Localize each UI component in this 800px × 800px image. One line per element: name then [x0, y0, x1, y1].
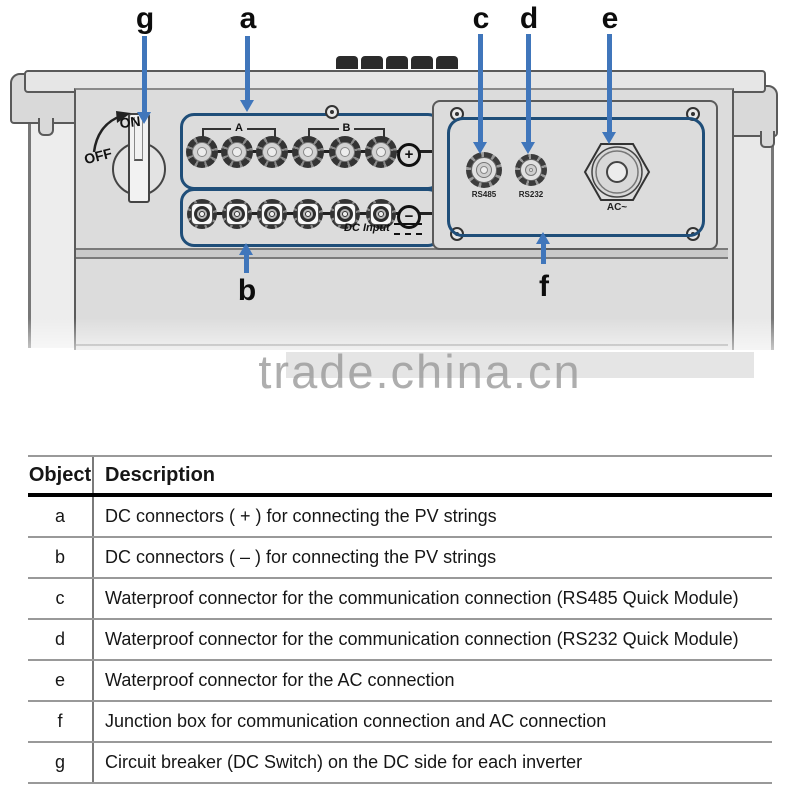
mounting-bracket-right: [731, 131, 774, 350]
heatsink-fin: [386, 56, 408, 69]
table-header-row: Object Description: [28, 457, 772, 497]
housing-tab-right: [760, 131, 775, 148]
connector-pin: [342, 211, 348, 217]
dc-plus-connector: [292, 136, 324, 168]
dc-minus-connector: [222, 199, 252, 229]
connector-core: [267, 147, 277, 157]
callout-letter-c: c: [472, 2, 490, 35]
rs485-label: RS485: [471, 190, 497, 199]
minus-symbol-icon: −: [397, 205, 421, 229]
string-group-a-bracket: A: [202, 122, 276, 139]
arrow-down-icon: [602, 34, 616, 144]
arrow-down-icon: [240, 36, 254, 112]
connector-core: [232, 147, 242, 157]
callout-letter-f: f: [539, 270, 549, 303]
arrow-up-icon: [536, 232, 550, 264]
rs232-label: RS232: [518, 190, 544, 199]
dc-plus-connector: [186, 136, 218, 168]
connector-core: [303, 147, 313, 157]
description-table: Object Description a DC connectors ( + )…: [28, 455, 772, 784]
arrow-up-icon: [239, 243, 253, 273]
heatsink-fin: [411, 56, 433, 69]
description-column-header: Description: [105, 463, 216, 486]
dc-input-text: DC Input: [344, 222, 390, 234]
arrow-down-icon: [473, 34, 487, 154]
housing-tab-left: [38, 118, 54, 136]
arrow-down-icon: [521, 34, 535, 154]
connector-hole: [480, 166, 488, 174]
switch-rotation-arrow-icon: [92, 111, 131, 153]
housing-divider-line: [76, 248, 728, 259]
object-column-header: Object: [28, 457, 94, 493]
connector-pin: [269, 211, 275, 217]
description-cell: Waterproof connector for the AC connecti…: [105, 670, 455, 690]
callout-letter-a: a: [239, 2, 257, 35]
string-group-b-bracket: B: [308, 122, 385, 139]
dc-minus-connector: [187, 199, 217, 229]
watermark-band: [286, 352, 754, 378]
dc-plus-connector: [256, 136, 288, 168]
dc-minus-connector: [257, 199, 287, 229]
plus-symbol-icon: +: [397, 143, 421, 167]
object-cell: a: [28, 497, 94, 536]
connector-pin: [305, 211, 311, 217]
rs232-connector: [515, 154, 547, 186]
dc-switch-lever: [128, 113, 150, 203]
ac-label: AC~: [606, 202, 628, 213]
watermark-text: trade.china.cn: [258, 345, 582, 398]
callout-letter-b: b: [237, 274, 257, 307]
dc-current-symbol-icon: [393, 223, 422, 235]
dc-plus-connector: [221, 136, 253, 168]
table-row: e Waterproof connector for the AC connec…: [28, 661, 772, 702]
description-cell: DC connectors ( + ) for connecting the P…: [105, 506, 497, 526]
connector-pin: [199, 211, 205, 217]
mounting-bracket-left: [28, 118, 77, 348]
table-row: c Waterproof connector for the communica…: [28, 579, 772, 620]
dc-input-label: DC Input: [344, 221, 422, 235]
dc-plus-connector: [365, 136, 397, 168]
description-cell: DC connectors ( – ) for connecting the P…: [105, 547, 497, 567]
rs485-connector: [466, 152, 502, 188]
table-row: g Circuit breaker (DC Switch) on the DC …: [28, 743, 772, 784]
object-cell: d: [28, 620, 94, 659]
string-group-b-label: B: [338, 122, 355, 134]
arrow-down-icon: [137, 36, 151, 124]
object-cell: g: [28, 743, 94, 782]
dc-plus-connector: [329, 136, 361, 168]
callout-letter-d: d: [519, 2, 539, 35]
table-row: a DC connectors ( + ) for connecting the…: [28, 497, 772, 538]
description-cell: Junction box for communication connectio…: [105, 711, 607, 731]
object-cell: b: [28, 538, 94, 577]
connector-core: [340, 147, 350, 157]
connector-hole: [529, 168, 533, 172]
table-row: f Junction box for communication connect…: [28, 702, 772, 743]
string-group-a-label: A: [231, 122, 247, 134]
object-cell: f: [28, 702, 94, 741]
table-row: d Waterproof connector for the communica…: [28, 620, 772, 661]
heatsink-fin: [436, 56, 458, 69]
table-row: b DC connectors ( – ) for connecting the…: [28, 538, 772, 579]
heatsink-fin: [336, 56, 358, 69]
callout-letter-g: g: [135, 2, 155, 35]
junction-box-gasket: [447, 117, 705, 237]
dc-minus-connector: [366, 199, 396, 229]
connector-core: [376, 147, 386, 157]
object-cell: c: [28, 579, 94, 618]
connector-pin: [378, 211, 384, 217]
connector-link-line: [406, 150, 436, 153]
connector-pin: [234, 211, 240, 217]
description-cell: Waterproof connector for the communicati…: [105, 588, 739, 608]
dc-minus-connector: [330, 199, 360, 229]
ac-connector: [583, 143, 651, 201]
description-cell: Waterproof connector for the communicati…: [105, 629, 739, 649]
connector-link-line: [406, 212, 436, 215]
connector-core: [197, 147, 207, 157]
callout-letter-e: e: [601, 2, 619, 35]
heatsink-fin: [361, 56, 383, 69]
dc-minus-connector: [293, 199, 323, 229]
description-cell: Circuit breaker (DC Switch) on the DC si…: [105, 752, 583, 772]
object-cell: e: [28, 661, 94, 700]
screw-icon: [325, 105, 339, 119]
